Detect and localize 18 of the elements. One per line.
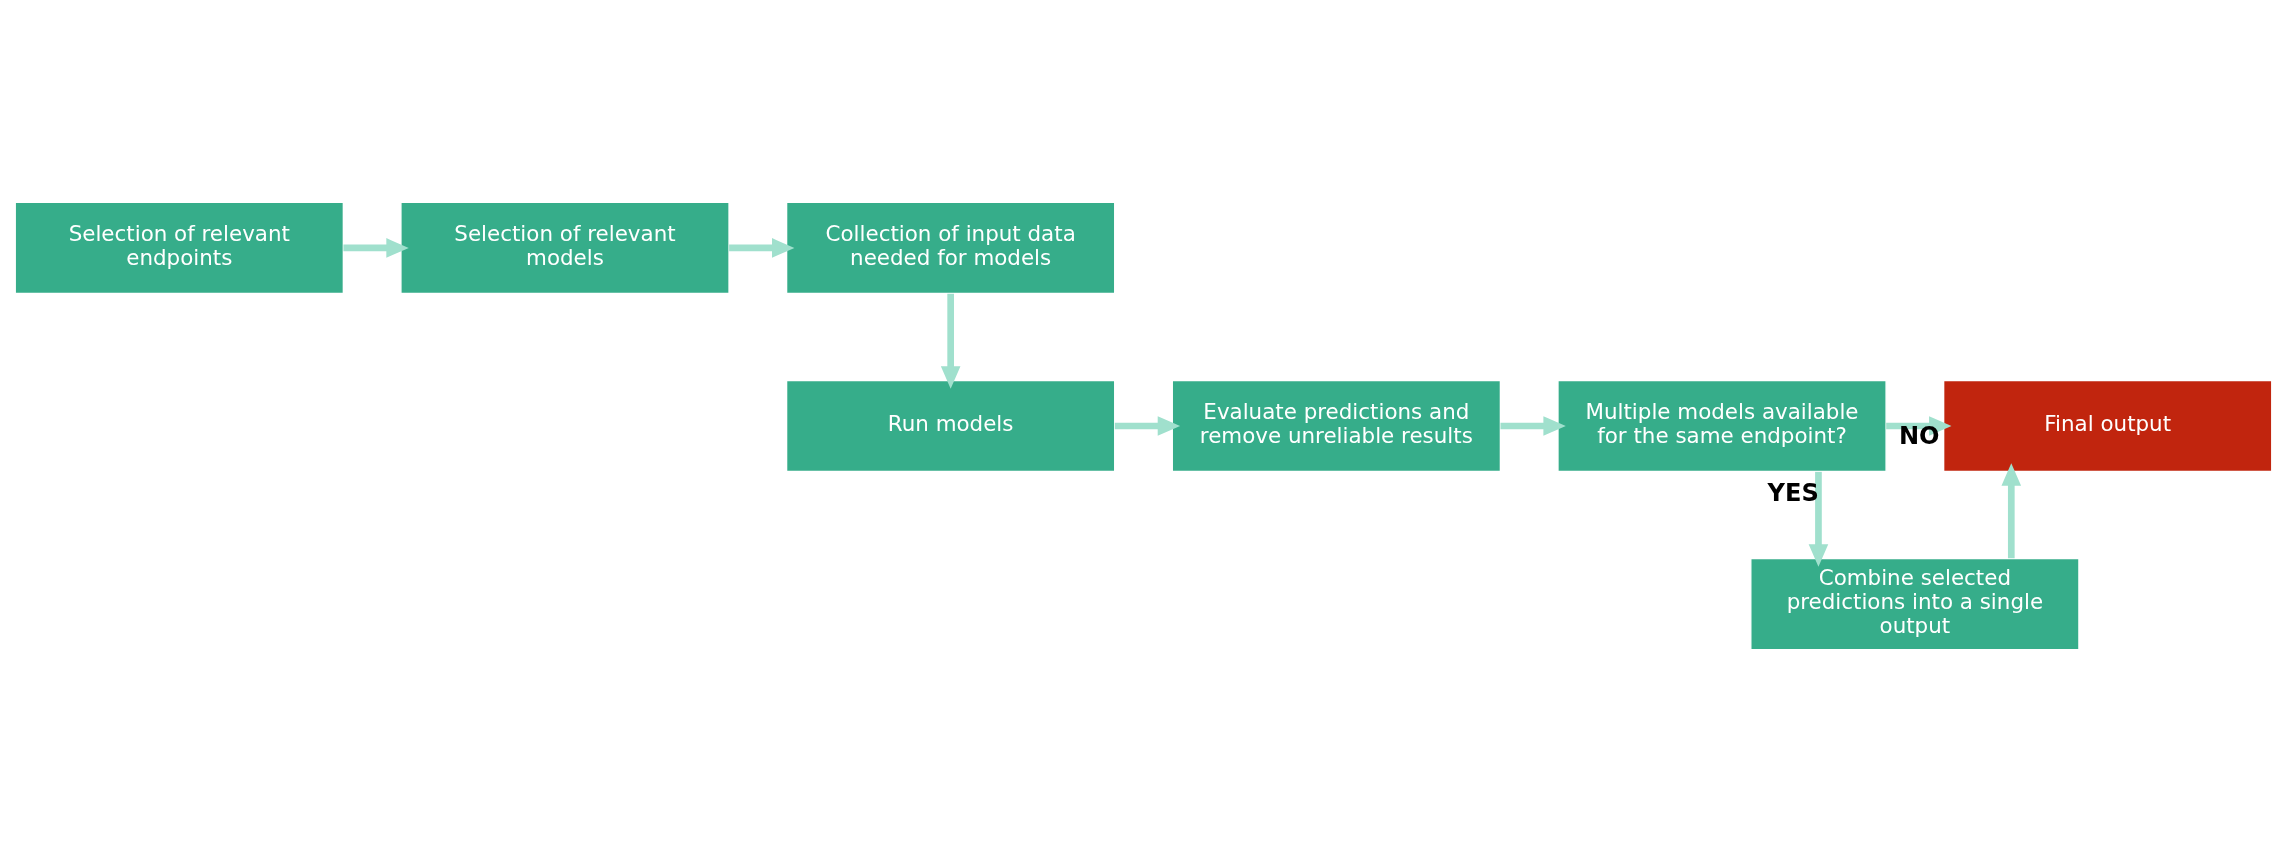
arrow	[729, 238, 795, 258]
arrow	[2001, 463, 2022, 559]
node-box: Multiple models available for the same endpoint?	[1557, 379, 1887, 473]
node-box: Selection of relevant endpoints	[14, 201, 344, 295]
arrow	[1808, 471, 1829, 567]
node-box: Combine selected predictions into a single output	[1750, 557, 2080, 651]
node-box: Evaluate predictions and remove unreliable results	[1171, 379, 1502, 473]
arrow	[1886, 416, 1952, 436]
arrow	[940, 293, 961, 389]
node-box: Collection of input data needed for models	[785, 201, 1116, 295]
edge-label: NO	[1898, 421, 1940, 450]
arrow	[343, 238, 409, 258]
arrow	[1114, 416, 1181, 436]
node-box: Final output	[1943, 379, 2273, 473]
arrow	[1500, 416, 1566, 436]
edge-label: YES	[1767, 478, 1819, 507]
node-box: Run models	[785, 379, 1116, 473]
node-box: Selection of relevant models	[400, 201, 730, 295]
